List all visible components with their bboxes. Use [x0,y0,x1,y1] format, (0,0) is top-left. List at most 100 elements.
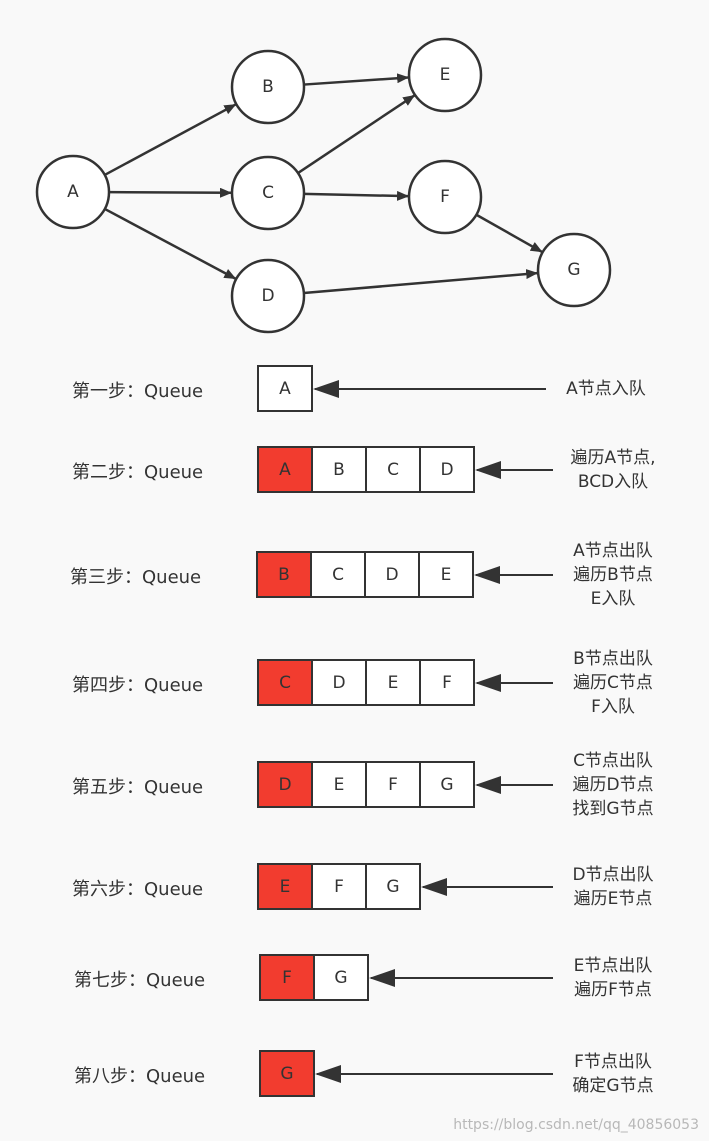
step-note: A节点入队 [536,377,676,401]
node-circle [407,159,483,235]
enqueue-arrow [475,674,553,692]
step-label: 第八步：Queue [74,1066,206,1087]
step-note: C节点出队遍历D节点找到G节点 [543,749,683,821]
node-g: G [536,232,612,308]
enqueue-arrow [475,776,553,794]
node-d: D [230,258,306,334]
queue-cell-dequeued: E [257,863,313,910]
node-label: D [261,286,274,306]
edge-d-g [303,269,539,295]
step-label: 第七步：Queue [74,970,206,991]
enqueue-arrow [315,1065,553,1083]
edge-f-g [475,213,543,253]
step-note: A节点出队遍历B节点 E入队 [543,539,683,611]
edge-b-e [303,73,410,86]
edge-a-d [104,207,237,280]
queue-cell: C [365,446,421,493]
note-line: E节点出队 [573,956,653,976]
note-line: A节点入队 [566,379,646,399]
node-label: B [262,77,274,97]
queue-cell: E [418,551,474,598]
note-line: B节点出队 [573,649,653,669]
note-line: F入队 [591,697,635,717]
note-line: 找到G节点 [572,799,654,819]
queue: G [259,1050,315,1097]
note-line: E入队 [590,589,636,609]
step-note: E节点出队遍历F节点 [543,954,683,1002]
step-note: F节点出队确定G节点 [543,1050,683,1098]
node-circle [536,232,612,308]
note-line: F节点出队 [574,1052,652,1072]
queue-cell: D [364,551,420,598]
note-line: 遍历F节点 [574,980,652,1000]
node-b: B [230,49,306,125]
graph-edges [104,73,543,295]
edge-a-c [108,187,233,198]
step-label: 第五步：Queue [72,777,204,798]
node-a: A [35,154,111,230]
queue-cell-dequeued: B [256,551,312,598]
queue-cell: G [313,954,369,1001]
queue-cell: D [311,659,367,706]
note-line: 遍历C节点 [573,673,653,693]
node-circle [230,258,306,334]
node-circle [230,49,306,125]
node-f: F [407,159,483,235]
edge-a-b [104,103,237,177]
step-label: 第六步：Queue [72,879,204,900]
note-line: 遍历D节点 [572,775,654,795]
graph-diagram: A B C D E F G [35,37,612,334]
queue-cell-dequeued: C [257,659,313,706]
step-note: B节点出队遍历C节点 F入队 [543,647,683,719]
node-label: A [67,182,79,202]
queue-cell: C [310,551,366,598]
step-label: 第三步：Queue [70,567,202,588]
queue-cell-dequeued: D [257,761,313,808]
queue: A [257,365,313,412]
step-label: 第一步：Queue [72,381,204,402]
note-line: 确定G节点 [572,1076,654,1096]
note-line: C节点出队 [573,751,653,771]
note-line: 遍历B节点 [573,565,653,585]
queue-cell-dequeued: G [259,1050,315,1097]
note-line: 遍历E节点 [573,889,653,909]
queue-cell: G [419,761,475,808]
enqueue-arrow [369,969,553,987]
node-circle [35,154,111,230]
watermark: https://blog.csdn.net/qq_40856053 [453,1117,699,1133]
node-label: F [440,187,450,207]
enqueue-arrow [474,566,553,584]
node-e: E [407,37,483,113]
node-c: C [230,155,306,231]
queue-cell: F [311,863,367,910]
note-line: 遍历A节点, [570,448,656,468]
queue-cell-dequeued: A [257,446,313,493]
step-note: D节点出队遍历E节点 [543,863,683,911]
node-label: C [262,183,274,203]
enqueue-arrow [475,461,553,479]
queue-cell: B [311,446,367,493]
note-line: A节点出队 [573,541,653,561]
edge-c-f [303,190,410,201]
node-label: E [440,65,451,85]
node-label: G [567,260,580,280]
step-label: 第四步：Queue [72,675,204,696]
node-circle [230,155,306,231]
step-label: 第二步：Queue [72,462,204,483]
queue-cell: G [365,863,421,910]
queue-cell: E [311,761,367,808]
enqueue-arrow [421,878,553,896]
queue-cell: F [419,659,475,706]
queue-cell: D [419,446,475,493]
queue-cell: A [257,365,313,412]
queue-cell: F [365,761,421,808]
node-circle [407,37,483,113]
edge-c-e [297,94,416,175]
enqueue-arrow [313,380,546,398]
